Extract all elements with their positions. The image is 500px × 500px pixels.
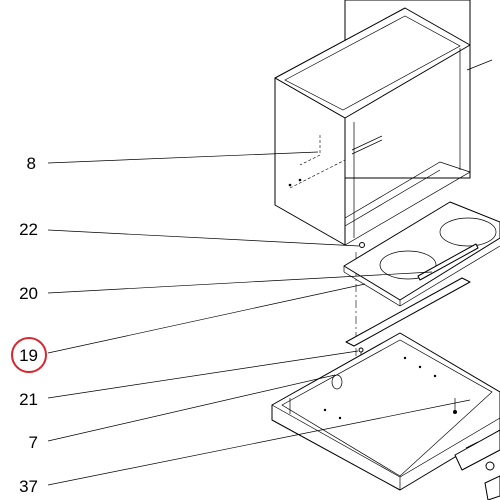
callout-label-7[interactable]: 7: [29, 433, 38, 452]
leader-line-8: [47, 151, 319, 164]
leader-line-19: [47, 283, 366, 354]
gasket-strip-part: [345, 277, 471, 347]
callout-label-8[interactable]: 8: [27, 154, 36, 173]
callout-label-22[interactable]: 22: [19, 220, 38, 239]
callout-label-20[interactable]: 20: [19, 284, 38, 303]
leader-line-37: [47, 399, 471, 486]
leader-line-7: [47, 374, 336, 442]
callout-label-37[interactable]: 37: [19, 477, 38, 496]
leader-line-21: [47, 350, 359, 399]
callout-label-21[interactable]: 21: [19, 390, 38, 409]
highlight-ring: [11, 337, 47, 373]
leader-line-22: [47, 229, 360, 247]
base-tray-part: [271, 332, 500, 491]
leader-line-20: [47, 271, 433, 294]
control-bracket-part: [454, 429, 500, 500]
screw-part: [359, 242, 365, 248]
callout-label-19[interactable]: 19: [19, 346, 38, 365]
cooktop-plate-part: [343, 201, 500, 307]
cabinet-part: [274, 0, 493, 246]
